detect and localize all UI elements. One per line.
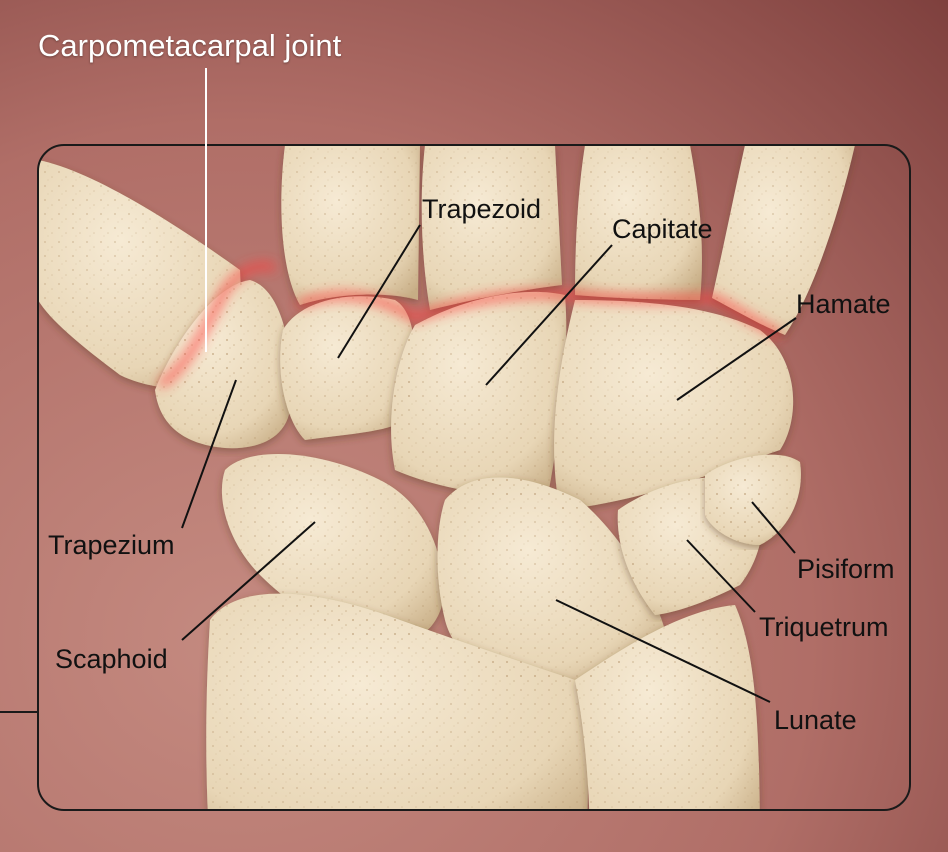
bone-texture <box>38 145 855 810</box>
leader-line-scaphoid <box>181 521 316 641</box>
leader-line-hamate <box>676 317 797 401</box>
label-pisiform: Pisiform <box>797 554 895 584</box>
diagram-frame <box>37 144 911 811</box>
leader-line-triquetrum <box>686 539 756 613</box>
leader-line-trapezoid <box>337 224 421 359</box>
label-triquetrum: Triquetrum <box>759 612 889 642</box>
leader-line-lunate <box>555 599 771 703</box>
leader-line-capitate <box>485 244 613 386</box>
leader-line-trapezium <box>181 379 237 529</box>
bones-group <box>38 145 855 810</box>
label-capitate: Capitate <box>612 214 713 244</box>
title-carpometacarpal-joint: Carpometacarpal joint <box>38 28 342 63</box>
label-hamate: Hamate <box>796 289 891 319</box>
label-trapezium: Trapezium <box>48 530 175 560</box>
label-scaphoid: Scaphoid <box>55 644 168 674</box>
leader-line-pisiform <box>751 501 796 554</box>
label-lunate: Lunate <box>774 705 857 735</box>
label-trapezoid: Trapezoid <box>422 194 542 224</box>
